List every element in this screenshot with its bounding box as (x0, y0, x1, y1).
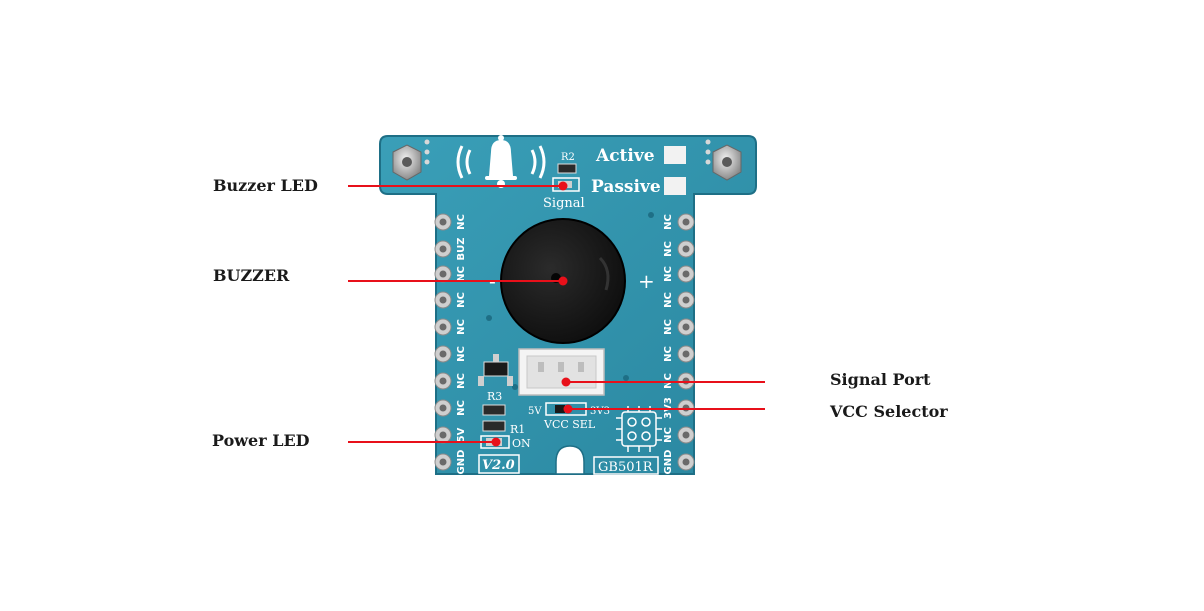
left-pin-label: 5V (456, 427, 467, 442)
left-pin-label: NC (456, 373, 467, 389)
right-pin-label: NC (663, 427, 674, 443)
left-pin-labels: NC BUZ NC NC NC NC NC NC 5V GND (456, 214, 467, 474)
right-pin-hole-center (682, 458, 690, 466)
right-pin-label: NC (663, 346, 674, 362)
r3-resistor (482, 404, 506, 416)
left-pin-label: NC (456, 346, 467, 362)
right-pin-label: NC (663, 319, 674, 335)
signal-label: Signal (543, 196, 585, 211)
signal-port-connector (518, 348, 605, 396)
right-pin-label: NC (663, 214, 674, 230)
right-pin-hole-center (682, 270, 690, 278)
r1-resistor (482, 420, 506, 432)
right-pin-hole-center (682, 323, 690, 331)
right-pin-label: GND (663, 450, 674, 475)
label-buzzer-led: Buzzer LED (213, 176, 318, 195)
right-pin-hole-center (682, 218, 690, 226)
left-pin-hole-center (439, 350, 447, 358)
sel-5v-label: 5V (528, 406, 542, 417)
right-pin-hole-center (682, 431, 690, 439)
right-pin-hole-center (682, 350, 690, 358)
on-label: ON (512, 437, 531, 450)
version-badge (478, 454, 520, 474)
r1-label: R1 (510, 423, 525, 436)
label-vcc-selector: VCC Selector (830, 402, 948, 421)
label-buzzer: BUZZER (213, 266, 290, 285)
left-pin-hole-center (439, 323, 447, 331)
left-pin-hole-center (439, 245, 447, 253)
pointer-dot-signal-port (561, 377, 571, 387)
label-power-led: Power LED (212, 431, 310, 450)
right-pin-label: NC (663, 241, 674, 257)
active-label: Active (595, 146, 655, 166)
passive-box (664, 177, 686, 195)
model-label: GB501R (598, 460, 654, 475)
left-pin-label: BUZ (456, 238, 467, 261)
right-pin-holes (677, 213, 695, 471)
vcc-sel-label: VCC SEL (543, 418, 596, 431)
screw-left (392, 144, 422, 181)
left-pin-label: GND (456, 450, 467, 475)
left-pin-label: NC (456, 266, 467, 282)
active-box (664, 146, 686, 164)
transistor (478, 354, 513, 386)
left-pin-hole-center (439, 431, 447, 439)
right-pin-hole-center (682, 245, 690, 253)
chip-logo-icon (616, 406, 662, 452)
mounting-slot (555, 445, 585, 475)
right-pin-label: 3V3 (663, 397, 674, 419)
callout-pointers (348, 181, 765, 447)
sel-3v3-label: 3V3 (590, 406, 610, 417)
left-pin-label: NC (456, 319, 467, 335)
left-pin-hole-center (439, 377, 447, 385)
r2-label: R2 (561, 152, 575, 163)
left-pin-label: NC (456, 214, 467, 230)
r3-label: R3 (487, 390, 502, 403)
left-pin-hole-center (439, 270, 447, 278)
pointer-dot-power-led (491, 437, 501, 447)
version-label: V2.0 (482, 458, 515, 473)
model-badge (593, 456, 659, 475)
left-pin-label: NC (456, 400, 467, 416)
label-signal-port: Signal Port (830, 370, 931, 389)
top-edge-holes (424, 139, 711, 165)
left-pin-hole-center (439, 296, 447, 304)
pointer-dot-buzzer (558, 276, 568, 286)
right-pin-label: NC (663, 292, 674, 308)
right-pin-label: NC (663, 266, 674, 282)
passive-label: Passive (591, 177, 661, 197)
left-pin-hole-center (439, 404, 447, 412)
left-pin-holes (434, 213, 452, 471)
vias (486, 212, 654, 390)
pointer-dot-vcc-selector (563, 404, 573, 414)
r2-resistor (557, 163, 577, 174)
plus-mark: + (638, 269, 655, 293)
right-pin-hole-center (682, 296, 690, 304)
screw-right (712, 144, 742, 181)
left-pin-hole-center (439, 218, 447, 226)
left-pin-hole-center (439, 458, 447, 466)
pointer-dot-buzzer-led (558, 181, 568, 191)
left-pin-label: NC (456, 292, 467, 308)
